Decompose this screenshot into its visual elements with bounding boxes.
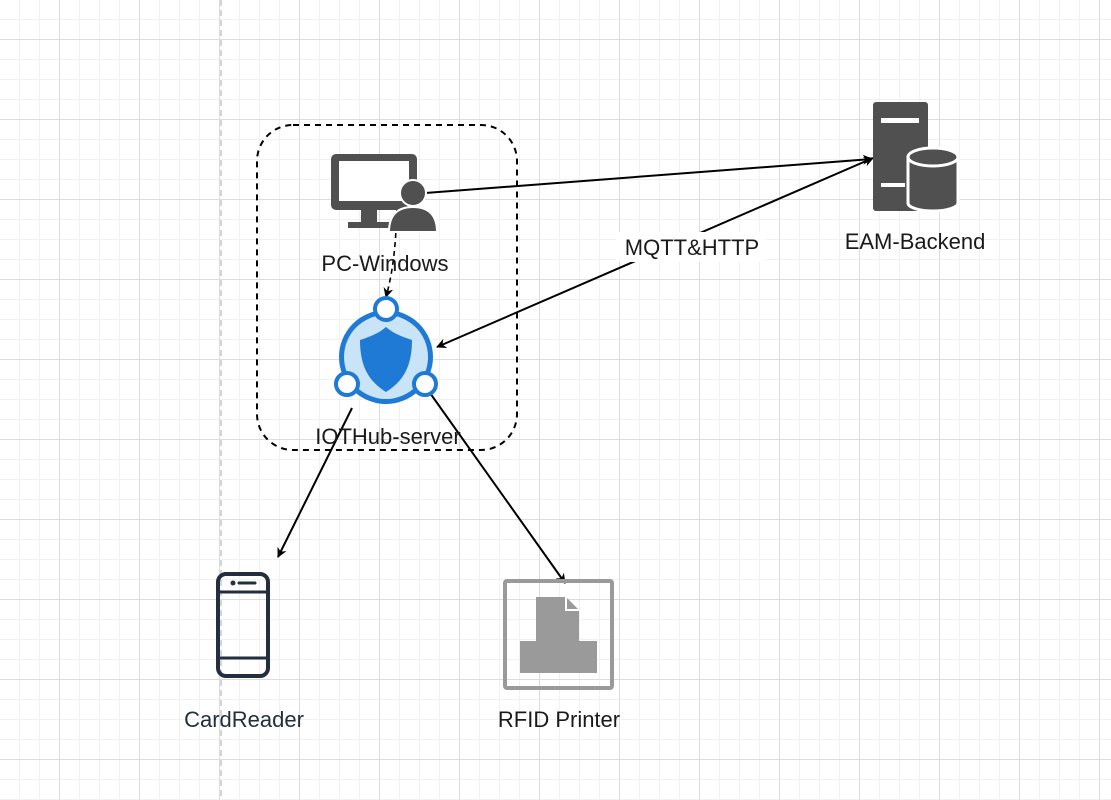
server-database-icon	[873, 102, 960, 213]
edge-label-background	[616, 232, 766, 262]
pc-user-icon	[331, 154, 439, 233]
node-label-card-reader: CardReader	[184, 707, 304, 732]
edge-label-mqtt-http: MQTT&HTTP	[625, 235, 759, 260]
node-pc-windows[interactable]: PC-Windows	[321, 154, 449, 276]
printer-icon	[503, 579, 614, 690]
mobile-device-icon	[216, 572, 270, 678]
group-container[interactable]	[256, 124, 518, 451]
node-label-iothub-server: IOTHub-server	[315, 424, 460, 449]
node-label-pc-windows: PC-Windows	[321, 251, 448, 276]
node-rfid-printer[interactable]: RFID Printer	[498, 579, 620, 732]
node-card-reader[interactable]: CardReader	[184, 572, 304, 732]
node-label-rfid-printer: RFID Printer	[498, 707, 620, 732]
edge-hub-to-printer[interactable]	[429, 392, 566, 584]
shield-hub-icon	[334, 296, 438, 404]
node-label-eam-backend: EAM-Backend	[845, 229, 986, 254]
node-eam-backend[interactable]: EAM-Backend	[845, 102, 986, 254]
node-iothub-server[interactable]: IOTHub-server	[315, 296, 461, 449]
edge-hub-to-card-reader[interactable]	[277, 407, 353, 558]
